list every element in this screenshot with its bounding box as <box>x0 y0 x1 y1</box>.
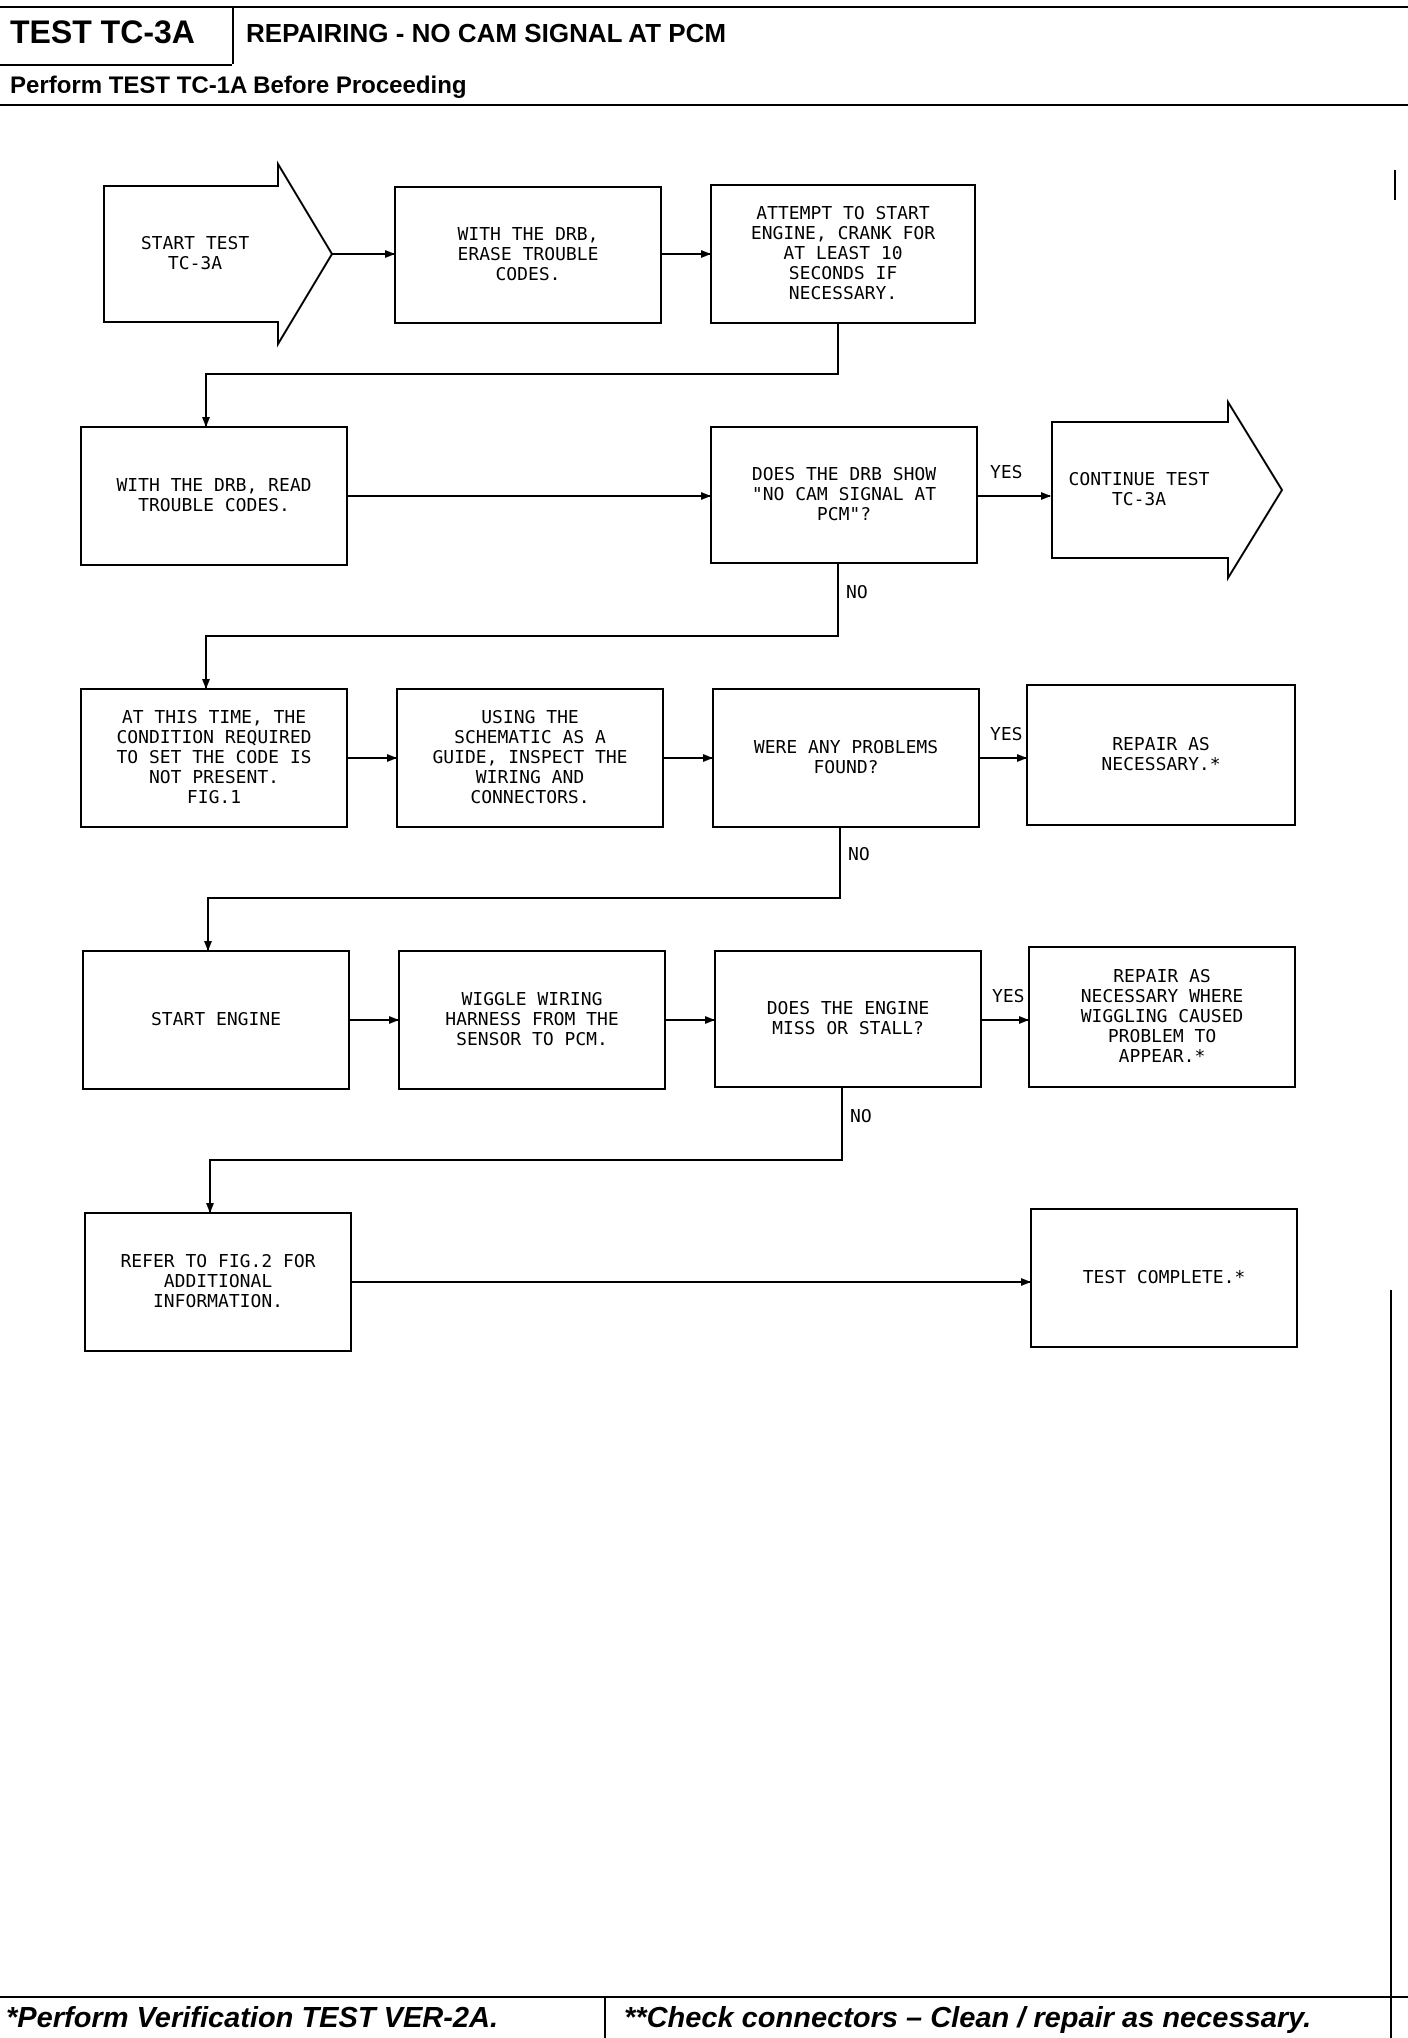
yes-label: YES <box>990 462 1023 483</box>
connector-no-to-condition <box>202 564 839 689</box>
continue-test-step: CONTINUE TEST TC-3A <box>1068 469 1210 510</box>
start-test-step: START TEST TC-3A <box>140 233 250 274</box>
problems-question: WERE ANY PROBLEMS FOUND? <box>712 688 980 828</box>
header-code-underline <box>0 64 232 66</box>
no-label: NO <box>850 1106 872 1127</box>
test-complete-step: TEST COMPLETE.* <box>1030 1208 1298 1348</box>
drb-question: DOES THE DRB SHOW "NO CAM SIGNAL AT PCM"… <box>710 426 978 564</box>
connector-no-to-refer <box>206 1088 843 1213</box>
start-engine-step: START ENGINE <box>82 950 350 1090</box>
repair-wiggling-step: REPAIR AS NECESSARY WHERE WIGGLING CAUSE… <box>1028 946 1296 1088</box>
miss-question: DOES THE ENGINE MISS OR STALL? <box>714 950 982 1088</box>
start-arrow-shape <box>103 160 334 348</box>
yes-label: YES <box>990 724 1023 745</box>
read-codes-step: WITH THE DRB, READ TROUBLE CODES. <box>80 426 348 566</box>
erase-codes-step: WITH THE DRB, ERASE TROUBLE CODES. <box>394 186 662 324</box>
test-code: TEST TC-3A <box>10 14 195 50</box>
no-label: NO <box>846 582 868 603</box>
header-bottom-rule <box>0 104 1408 106</box>
page-title: REPAIRING - NO CAM SIGNAL AT PCM <box>246 18 727 48</box>
continue-arrow-shape <box>1051 398 1284 582</box>
footer-rule <box>0 1996 1408 1998</box>
footer-connector-note: **Check connectors – Clean / repair as n… <box>624 2002 1312 2034</box>
yes-label: YES <box>992 986 1025 1007</box>
header-divider <box>232 8 234 64</box>
attempt-start-step: ATTEMPT TO START ENGINE, CRANK FOR AT LE… <box>710 184 976 324</box>
page-right-border <box>1390 1290 1392 2038</box>
footer-divider <box>604 1996 606 2038</box>
inspect-wiring-step: USING THE SCHEMATIC AS A GUIDE, INSPECT … <box>396 688 664 828</box>
footer-verification-note: *Perform Verification TEST VER-2A. <box>6 2002 499 2034</box>
wiggle-wiring-step: WIGGLE WIRING HARNESS FROM THE SENSOR TO… <box>398 950 666 1090</box>
no-label: NO <box>848 844 870 865</box>
repair-necessary-step: REPAIR AS NECESSARY.* <box>1026 684 1296 826</box>
condition-not-present-step: AT THIS TIME, THE CONDITION REQUIRED TO … <box>80 688 348 828</box>
connector-no-to-start-engine <box>204 828 841 951</box>
margin-mark <box>1394 170 1396 200</box>
page-subtitle: Perform TEST TC-1A Before Proceeding <box>10 72 467 99</box>
refer-fig2-step: REFER TO FIG.2 FOR ADDITIONAL INFORMATIO… <box>84 1212 352 1352</box>
header-top-rule <box>0 6 1408 8</box>
connector-attempt-to-read <box>202 324 839 427</box>
